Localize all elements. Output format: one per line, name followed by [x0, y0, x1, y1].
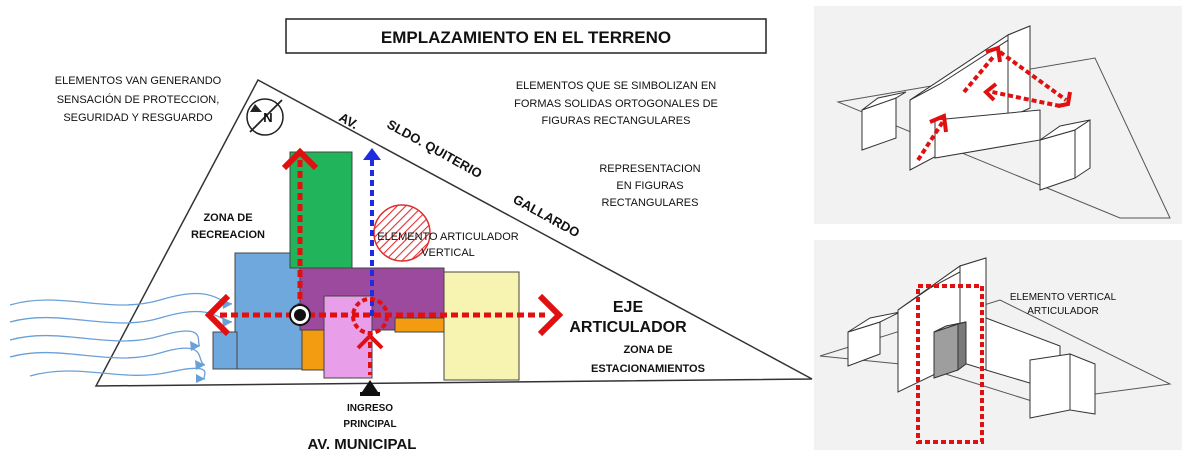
- svg-text:FORMAS SOLIDAS ORTOGONALES DE: FORMAS SOLIDAS ORTOGONALES DE: [514, 98, 718, 110]
- block-orange-left: [301, 329, 325, 371]
- svg-text:INGRESO: INGRESO: [347, 403, 393, 414]
- svg-text:ELEMENTO VERTICAL: ELEMENTO VERTICAL: [1010, 292, 1117, 303]
- avenue-bottom-label: AV. MUNICIPAL: [308, 436, 417, 452]
- node-marker: [289, 304, 311, 326]
- title-box: EMPLAZAMIENTO EN EL TERRENO: [285, 18, 767, 54]
- site-outline: [94, 78, 813, 387]
- entrance-icon: [360, 380, 380, 396]
- svg-text:ZONA DE: ZONA DE: [623, 344, 672, 356]
- svg-text:RECREACION: RECREACION: [191, 229, 265, 241]
- building-blocks: [212, 151, 520, 381]
- axis-label: EJE ARTICULADOR: [569, 299, 687, 336]
- block-pink: [323, 295, 373, 379]
- svg-text:VERTICAL: VERTICAL: [421, 247, 475, 259]
- axonometric-top-panel: [814, 6, 1182, 224]
- svg-text:ESTACIONAMIENTOS: ESTACIONAMIENTOS: [591, 363, 705, 375]
- vertical-axis-arrow-red: [281, 147, 319, 312]
- note-proteccion: ELEMENTOS VAN GENERANDO SENSACIÓN DE PRO…: [55, 75, 222, 124]
- svg-text:ARTICULADOR: ARTICULADOR: [1027, 306, 1099, 317]
- note-formas: ELEMENTOS QUE SE SIMBOLIZAN EN FORMAS SO…: [514, 80, 718, 127]
- svg-text:EN FIGURAS: EN FIGURAS: [616, 180, 683, 192]
- svg-text:ZONA DE: ZONA DE: [203, 212, 252, 224]
- articulator-label: ELEMENTO ARTICULADOR VERTICAL: [377, 231, 518, 259]
- axonometric-bottom-panel: [814, 240, 1182, 450]
- svg-text:RECTANGULARES: RECTANGULARES: [602, 197, 699, 209]
- entrance-label: INGRESO PRINCIPAL: [343, 403, 396, 430]
- svg-text:ARTICULADOR: ARTICULADOR: [569, 319, 687, 336]
- svg-text:FIGURAS RECTANGULARES: FIGURAS RECTANGULARES: [542, 115, 691, 127]
- note-representacion: REPRESENTACION EN FIGURAS RECTANGULARES: [599, 163, 700, 209]
- block-orange-right: [394, 317, 446, 333]
- block-yellow: [443, 271, 520, 381]
- svg-text:ELEMENTOS VAN GENERANDO: ELEMENTOS VAN GENERANDO: [55, 75, 222, 87]
- zone-estacionamientos-label: ZONA DE ESTACIONAMIENTOS: [591, 344, 705, 375]
- svg-text:SEGURIDAD Y RESGUARDO: SEGURIDAD Y RESGUARDO: [63, 112, 213, 124]
- svg-text:ELEMENTOS QUE SE SIMBOLIZAN EN: ELEMENTOS QUE SE SIMBOLIZAN EN: [516, 80, 716, 92]
- horizontal-axis-arrow: [204, 293, 564, 337]
- vertical-axis-arrow-blue: [363, 148, 381, 318]
- north-label: N: [263, 110, 272, 125]
- north-icon: N: [246, 98, 284, 136]
- svg-text:ELEMENTO ARTICULADOR: ELEMENTO ARTICULADOR: [377, 231, 518, 243]
- block-blue-annex: [212, 331, 238, 370]
- svg-text:SLDO. QUITERIO: SLDO. QUITERIO: [385, 117, 485, 182]
- vertical-element-label: ELEMENTO VERTICAL ARTICULADOR: [1010, 292, 1117, 317]
- svg-text:PRINCIPAL: PRINCIPAL: [343, 419, 396, 430]
- zone-recreacion-label: ZONA DE RECREACION: [191, 212, 265, 241]
- page-title: EMPLAZAMIENTO EN EL TERRENO: [381, 28, 671, 47]
- articulator-node: [351, 297, 389, 375]
- svg-text:AV.: AV.: [337, 110, 361, 133]
- wind-lines: [9, 292, 233, 383]
- svg-text:SENSACIÓN DE PROTECCION,: SENSACIÓN DE PROTECCION,: [57, 93, 220, 106]
- svg-text:REPRESENTACION: REPRESENTACION: [599, 163, 700, 175]
- svg-text:EJE: EJE: [613, 299, 644, 316]
- svg-text:GALLARDO: GALLARDO: [511, 192, 583, 241]
